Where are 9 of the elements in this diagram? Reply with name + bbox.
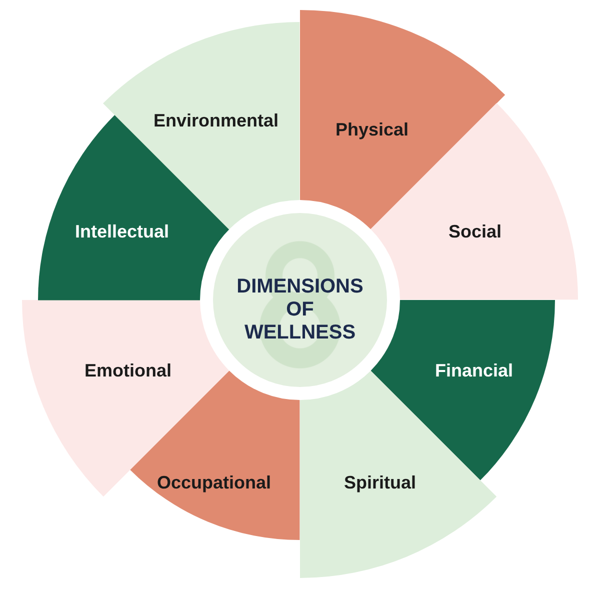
segment-label: Spiritual [344,472,416,494]
segment-label: Financial [434,360,514,382]
segment-label: Environmental [153,110,278,132]
segment-label: Intellectual [74,221,170,242]
segment-label: Emotional [84,360,172,382]
segment-label: Social [448,221,502,242]
segment-label: Physical [335,120,409,140]
wheel-title: DIMENSIONS OF WELLNESS [236,276,364,345]
segment-label: Occupational [156,472,271,494]
